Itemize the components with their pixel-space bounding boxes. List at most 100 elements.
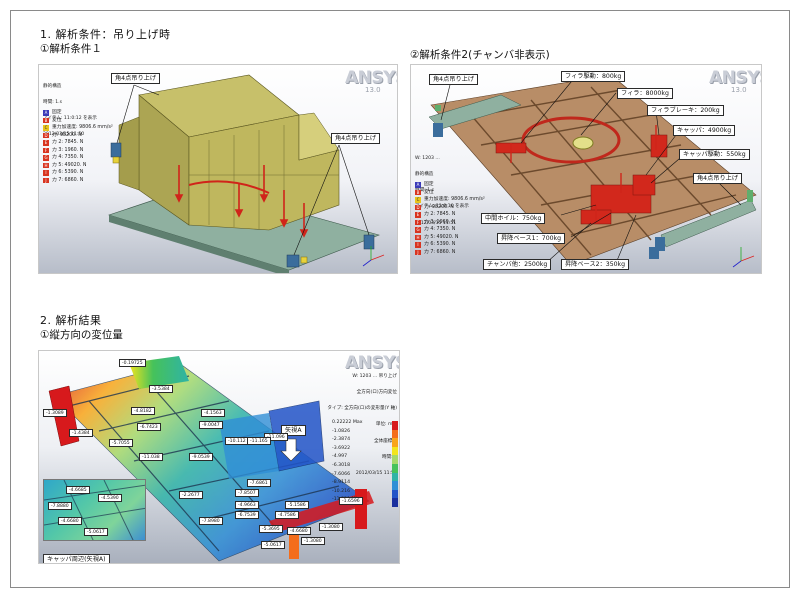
ansys-version: 13.0 bbox=[365, 86, 381, 94]
model-frame-no-chamber bbox=[428, 74, 757, 268]
displacement-value: -4.7586 bbox=[275, 511, 299, 519]
section1-title: 1. 解析条件：吊り上げ時 bbox=[40, 28, 171, 41]
inset-value: -4.5390 bbox=[98, 494, 122, 502]
callout-4point-lift: 角4点吊り上げ bbox=[331, 133, 381, 144]
info-line: タイプ: 全方向(ロ)の変形量(Y 軸) bbox=[327, 406, 397, 412]
capper-detail-inset: -4.6685 -4.5390 -7.8880 -4.6680 -5.0617 bbox=[43, 479, 146, 541]
legend-key: H bbox=[43, 162, 49, 168]
colorbar-labels: 0.22222 Max-1.0826-2.3874-3.6922-4.997-6… bbox=[332, 419, 363, 505]
legend-key: F bbox=[43, 147, 49, 153]
displacement-value: -2.2677 bbox=[179, 491, 203, 499]
analysis-condition-2-figure: ANSYS 13.0 bbox=[410, 64, 762, 274]
callout-middle-wheel: 中間ホイル：750kg bbox=[481, 213, 546, 224]
legend-text: 力 5: 49020. N bbox=[424, 234, 459, 240]
colorbar-label: -6.3018 bbox=[332, 462, 351, 468]
displacement-value: -5.1586 bbox=[285, 501, 309, 509]
displacement-value: -10.112 bbox=[225, 437, 249, 445]
legend-key: D bbox=[43, 132, 49, 138]
colorbar-segment bbox=[392, 429, 398, 439]
displacement-value: -5.0617 bbox=[261, 541, 285, 549]
section2-sub1: ①縦方向の変位量 bbox=[40, 329, 123, 341]
legend-text: 力 2: 7845. N bbox=[424, 212, 456, 217]
legend-text: 固定 bbox=[424, 182, 434, 187]
displacement-value: -4.1563 bbox=[201, 409, 225, 417]
legend-key: J bbox=[415, 249, 421, 255]
info-line: 時間: 1.s bbox=[43, 100, 62, 106]
legend-key: I bbox=[415, 242, 421, 248]
displacement-value: -7.6861 bbox=[247, 479, 271, 487]
legend-text: 力 2: 7845. N bbox=[52, 140, 84, 145]
displacement-value: -1.3089 bbox=[43, 409, 67, 417]
info-line: アイテム: 11:0:12 を表示 bbox=[43, 116, 97, 122]
displacement-value: -1.4384 bbox=[69, 429, 93, 437]
displacement-result-figure: ANSYS W: 1203 ... 吊り上げ 全方向(ロ)方向変位 タイプ: 全… bbox=[38, 350, 400, 564]
legend-key: E bbox=[415, 212, 421, 218]
displacement-value: -6.7539 bbox=[235, 511, 259, 519]
callout-filler-brake: フィラブレーキ：200kg bbox=[647, 105, 724, 116]
inset-caption: キャッパ周辺(矢視A) bbox=[43, 554, 110, 563]
legend-key: I bbox=[43, 170, 49, 176]
displacement-value: -11.165 bbox=[247, 437, 271, 445]
callout-lift-base-2: 昇降ベース2：350kg bbox=[561, 259, 630, 270]
legend-text: 力: 98200. N bbox=[424, 204, 454, 210]
legend-text: 固定 bbox=[52, 110, 62, 115]
displacement-value: -1.3080 bbox=[319, 523, 343, 531]
colorbar-label: -8.9114 bbox=[332, 480, 351, 486]
colorbar bbox=[392, 421, 398, 507]
displacement-value: -4.9663 bbox=[235, 501, 259, 509]
colorbar-segment bbox=[392, 481, 398, 490]
displacement-value: -9.0047 bbox=[199, 421, 223, 429]
callout-lift-base-1: 昇降ベース1：700kg bbox=[497, 233, 566, 244]
colorbar-segment bbox=[392, 446, 398, 456]
displacement-value: -6.7423 bbox=[137, 423, 161, 431]
displacement-value: -3.5384 bbox=[149, 385, 173, 393]
displacement-value: -4.6680 bbox=[287, 527, 311, 535]
info-line: 2012/03/15 11:51 bbox=[415, 220, 457, 226]
legend-key: D bbox=[415, 204, 421, 210]
inset-value: -5.0617 bbox=[84, 528, 108, 536]
ansys-logo: ANSYS bbox=[345, 353, 399, 373]
displacement-value: -11.038 bbox=[139, 453, 163, 461]
info-line: 2012/03/15 11:50 bbox=[43, 132, 85, 138]
info-line: W: 1203 ... 吊り上げ bbox=[352, 373, 397, 379]
legend-text: 変位 bbox=[424, 189, 434, 195]
colorbar-label: 0.22222 Max bbox=[332, 420, 363, 425]
ansys-logo: ANSYS bbox=[709, 68, 761, 88]
colorbar-segment bbox=[392, 472, 398, 482]
legend-text: 力 6: 5390. N bbox=[52, 170, 84, 175]
section1-sub1: ①解析条件１ bbox=[40, 43, 102, 55]
legend-text: 力 4: 7350. N bbox=[52, 155, 84, 160]
inset-value: -7.8880 bbox=[48, 502, 72, 510]
colorbar-label: -1.0826 bbox=[332, 428, 351, 434]
info-block: 静的構造 時間: 1.s アイテム: 11:0:12 を表示 2012/03/1… bbox=[43, 73, 97, 149]
callout-4point-lift: 角4点吊り上げ bbox=[693, 173, 743, 184]
colorbar-segment bbox=[392, 463, 398, 473]
callout-filler: フィラ：8000kg bbox=[617, 88, 673, 99]
legend-key: G bbox=[415, 227, 421, 233]
info-line: 静的構造 bbox=[415, 172, 434, 178]
legend-text: 力 6: 5390. N bbox=[424, 242, 456, 247]
info-line: アイテム: 11:0:10 を表示 bbox=[415, 204, 469, 210]
legend-text: 力 3: 1960. N bbox=[52, 147, 84, 153]
callout-capper: キャッパ：4900kg bbox=[673, 125, 736, 136]
legend-key: C bbox=[415, 197, 421, 203]
displacement-value: -1.3080 bbox=[301, 537, 325, 545]
legend-key: F bbox=[415, 219, 421, 225]
legend-text: 重力加速度: 9806.6 mm/s² bbox=[52, 125, 113, 130]
inset-value: -4.6685 bbox=[66, 486, 90, 494]
